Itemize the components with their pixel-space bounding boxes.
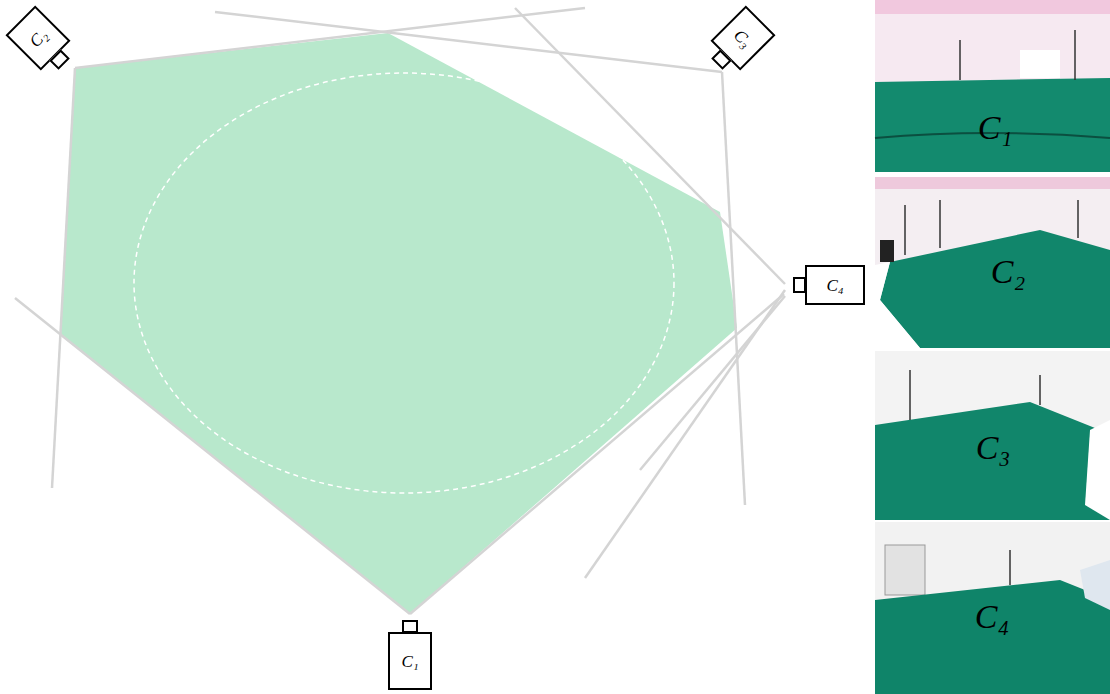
camera-label: C₃: [731, 26, 755, 50]
fov-line: [410, 294, 784, 614]
camera-label: C₄: [826, 277, 843, 294]
camera-box: C₂: [5, 5, 70, 70]
camera-box: C₄: [805, 265, 865, 305]
fov-line: [722, 72, 745, 505]
camera-view-photo: [875, 0, 1110, 172]
camera-label: C₂: [26, 26, 50, 50]
camera-label: C₁: [401, 653, 418, 670]
camera-view-photo: [875, 351, 1110, 520]
fov-line: [585, 290, 785, 578]
view-label: C₂: [991, 255, 1026, 289]
camera-view-panel: C₄: [875, 522, 1110, 694]
capture-region: [134, 73, 674, 493]
coverage-area: [60, 33, 737, 614]
camera-box: C₃: [710, 5, 775, 70]
fov-line: [15, 298, 410, 614]
camera-view-panel: C₃: [875, 351, 1110, 520]
fov-line: [52, 68, 75, 488]
camera-lens: [793, 277, 806, 293]
camera-lens: [49, 49, 70, 70]
camera-view-panel: C₂: [875, 177, 1110, 348]
camera-view-panel: C₁: [875, 0, 1110, 172]
camera-lens: [402, 620, 418, 633]
view-label: C₄: [975, 600, 1010, 634]
view-label: C₁: [978, 111, 1013, 145]
camera-view-photo: [875, 177, 1110, 348]
view-label: C₃: [976, 431, 1011, 465]
camera-lens: [711, 49, 732, 70]
camera-box: C₁: [388, 632, 432, 690]
fov-line: [640, 296, 785, 470]
field-of-view-lines: [15, 8, 785, 614]
camera-view-photo: [875, 522, 1110, 694]
fov-line: [215, 12, 722, 72]
fov-line: [75, 8, 585, 68]
